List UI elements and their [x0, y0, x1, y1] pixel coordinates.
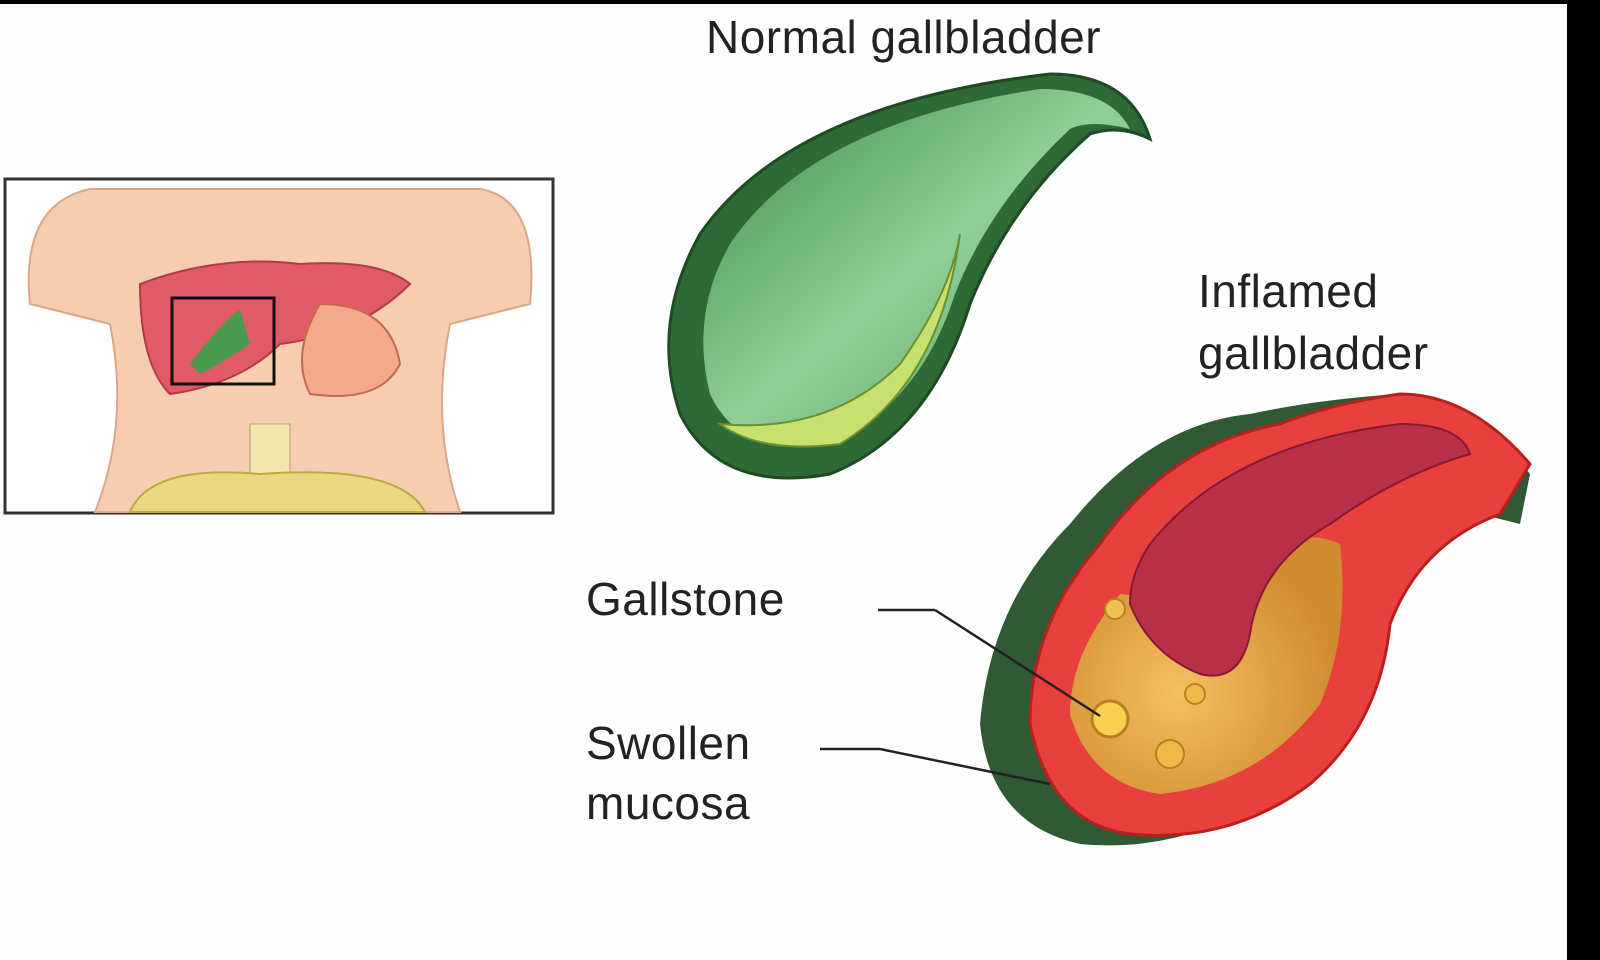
label-inflamed-line2: gallbladder	[1198, 327, 1429, 379]
inflamed-gallbladder	[980, 392, 1532, 846]
label-normal-gallbladder: Normal gallbladder	[706, 11, 1102, 63]
focus-box	[170, 296, 276, 386]
illustration	[3, 72, 1532, 846]
gallbladder-diagram: Normal gallbladder Inflamed gallbladder …	[0, 4, 1567, 960]
normal-gallbladder	[667, 72, 1153, 480]
label-gallstone: Gallstone	[586, 573, 785, 625]
label-swollen-line2: mucosa	[586, 777, 751, 829]
body-inset	[3, 177, 555, 515]
label-swollen-line1: Swollen	[586, 717, 751, 769]
label-inflamed-line1: Inflamed	[1198, 265, 1379, 317]
